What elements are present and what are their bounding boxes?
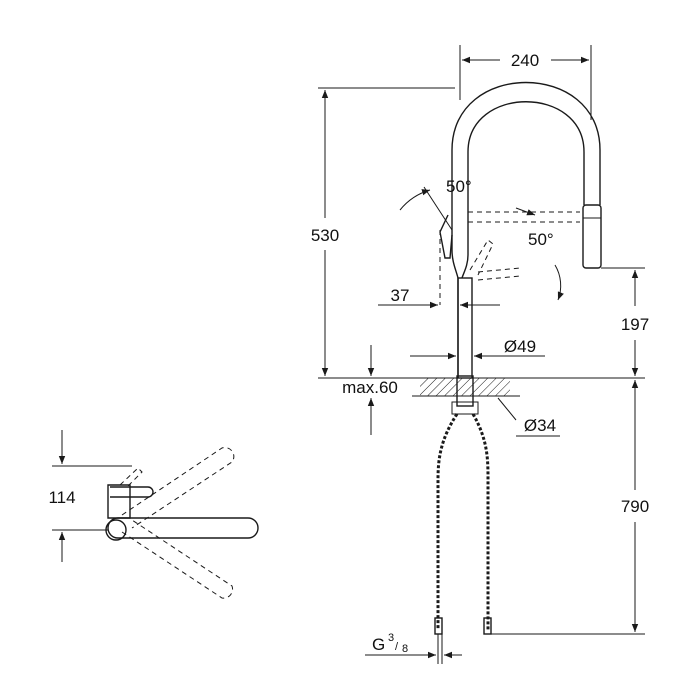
- dim-body-diameter: Ø49: [410, 337, 545, 360]
- label-max60: max.60: [342, 378, 398, 397]
- label-240: 240: [511, 51, 539, 70]
- deck-section: [420, 378, 510, 396]
- faucet-side-view: [399, 81, 602, 635]
- gooseneck-spout: [451, 81, 601, 205]
- faucet-top-view: [105, 447, 259, 599]
- label-angle-spout: 50°: [528, 230, 554, 249]
- label-114: 114: [48, 488, 75, 507]
- label-thread-num: 3: [388, 632, 394, 644]
- dim-lever-height: 114: [48, 430, 132, 562]
- label-thread-slash: /: [395, 641, 399, 653]
- label-d34: Ø34: [524, 416, 556, 435]
- dim-thread: G 3 / 8: [365, 632, 462, 664]
- label-d49: Ø49: [504, 337, 536, 356]
- dim-total-height: 530: [311, 87, 455, 379]
- label-530: 530: [311, 226, 339, 245]
- label-angle-lever: 50°: [446, 177, 472, 196]
- dim-hole-diameter: Ø34: [497, 397, 560, 437]
- label-thread-den: 8: [402, 643, 408, 655]
- label-37: 37: [391, 286, 410, 305]
- supply-hoses: [434, 413, 492, 635]
- dim-spout-width: 240: [459, 45, 592, 120]
- label-790: 790: [621, 497, 649, 516]
- spray-head: [582, 204, 602, 269]
- dim-hose-length: 790: [491, 380, 649, 635]
- dim-lever-offset: 37: [378, 286, 500, 309]
- dim-outlet-height: 197: [520, 267, 649, 379]
- dim-deck-max: max.60: [342, 345, 398, 435]
- faucet-body: [451, 200, 469, 378]
- label-thread-g: G: [372, 635, 385, 654]
- lever-handle: [439, 214, 453, 259]
- label-197: 197: [621, 315, 649, 334]
- top-view-spout: [107, 517, 259, 539]
